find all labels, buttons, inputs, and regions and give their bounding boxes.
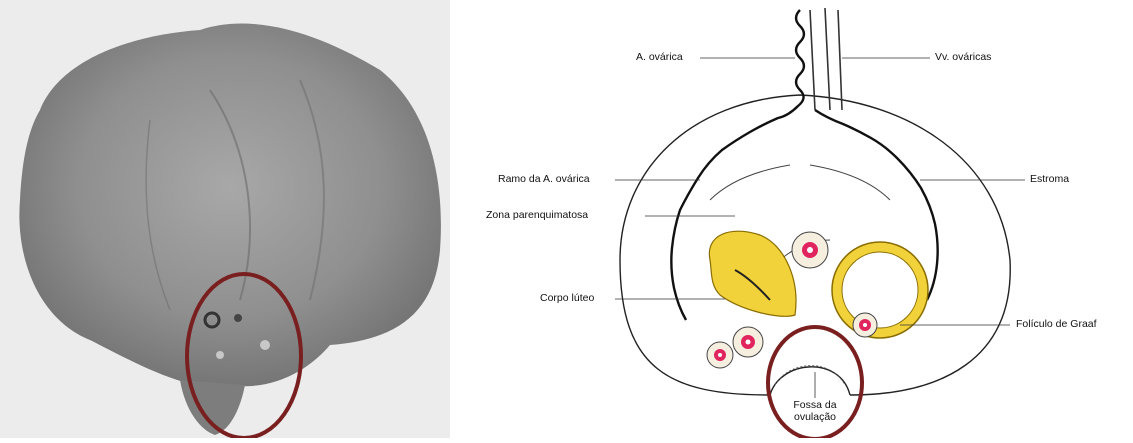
ovary-body: [19, 24, 441, 387]
ovarian-veins: [810, 8, 842, 110]
primary-follicle: [792, 232, 828, 268]
label-ovulation-fossa-line1: Fossa da: [790, 400, 840, 412]
label-artery-branch: Ramo da A. ovárica: [498, 174, 590, 186]
label-ovulation-fossa: Fossa da ovulação: [790, 400, 840, 423]
label-ovarian-veins: Vv. ováricas: [935, 52, 991, 64]
follicle-in-graafian: [853, 313, 877, 337]
label-parenchymal-zone: Zona parenquimatosa: [486, 210, 588, 222]
label-graafian-follicle: Folículo de Graaf: [1016, 319, 1097, 331]
follicle-small-1: [733, 327, 763, 357]
label-ovulation-fossa-line2: ovulação: [790, 412, 840, 424]
label-corpus-luteum: Corpo lúteo: [540, 293, 594, 305]
ovary-diagram-panel: A. ovárica Vv. ováricas Ramo da A. ovári…: [470, 0, 1133, 438]
corpus-luteum: [709, 231, 796, 316]
label-stroma: Estroma: [1030, 174, 1069, 186]
follicle-small-2: [707, 342, 733, 368]
ovary-photo-panel: [0, 0, 450, 438]
ovary-photo: [0, 0, 450, 438]
label-ovarian-artery: A. ovárica: [636, 52, 683, 64]
